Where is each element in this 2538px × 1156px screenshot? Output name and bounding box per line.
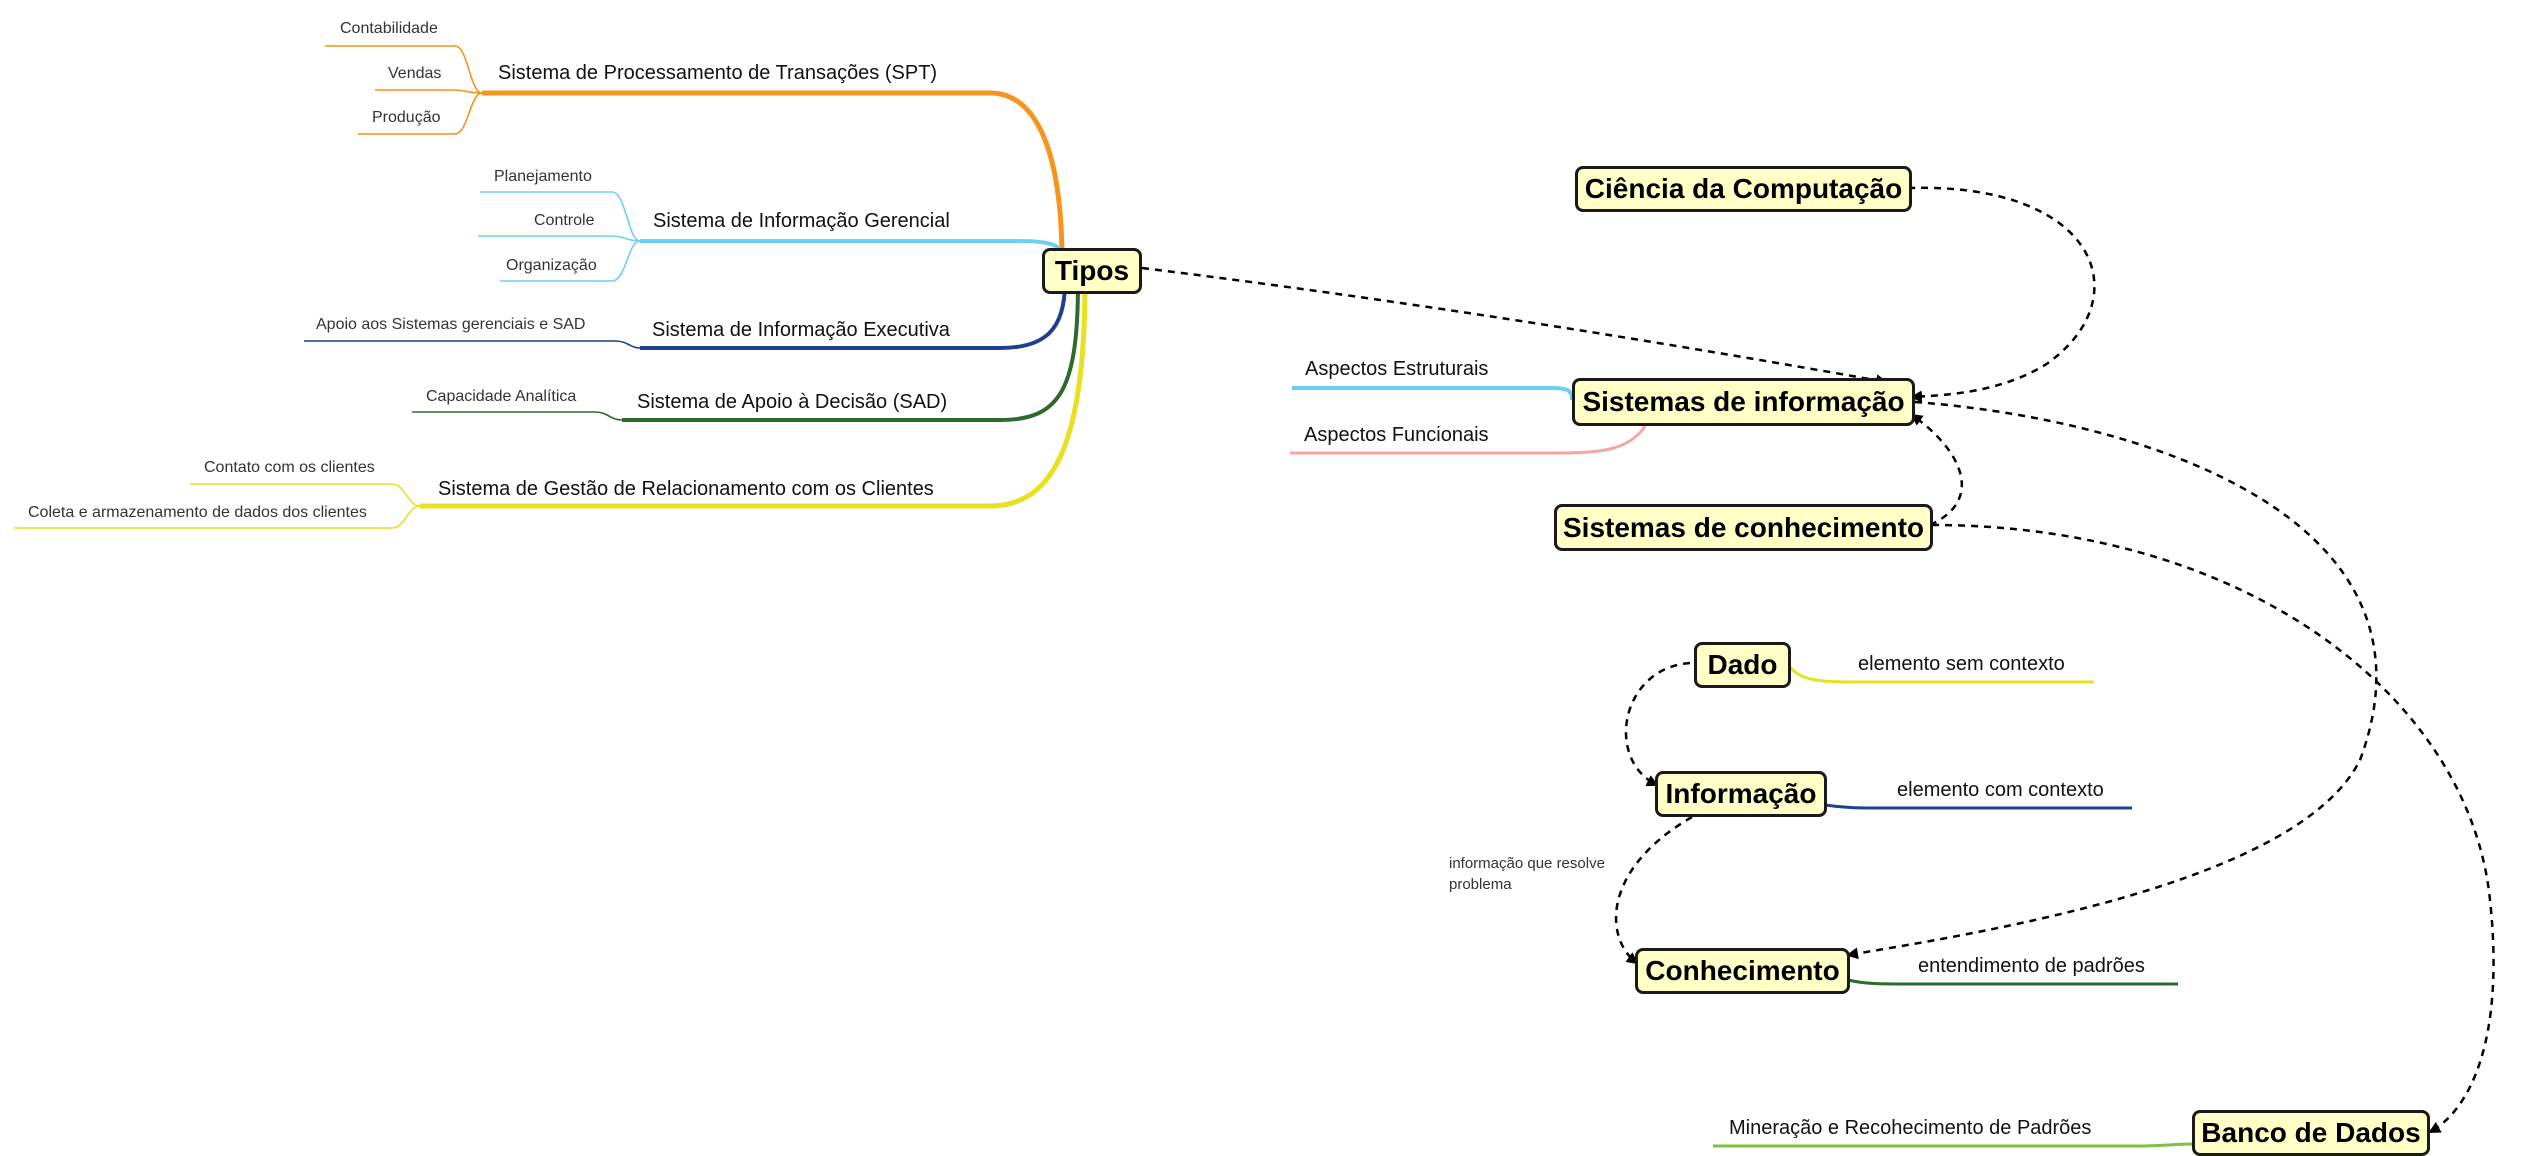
branch-label-dado[interactable]: elemento sem contexto bbox=[1858, 653, 2065, 675]
branch-label-informacao[interactable]: elemento com contexto bbox=[1897, 779, 2104, 801]
branch-line-aspectos-estruturais bbox=[1292, 386, 1574, 401]
relation-sistemas-conhecimento-banco bbox=[1931, 523, 2495, 1134]
branch-line-sig bbox=[640, 239, 1067, 263]
branch-label-sie[interactable]: Sistema de Informação Executiva bbox=[652, 319, 950, 341]
branch-label-aspectos-estruturais[interactable]: Aspectos Estruturais bbox=[1305, 358, 1489, 380]
node-banco-de-dados[interactable]: Banco de Dados bbox=[2192, 1110, 2430, 1156]
sub-line-contabilidade bbox=[325, 45, 483, 94]
relation-conhecimento-sistemas-info bbox=[1910, 413, 1963, 527]
node-ciencia-computacao[interactable]: Ciência da Computação bbox=[1575, 166, 1912, 212]
sub-line-planejamento bbox=[480, 191, 641, 242]
branch-line-dado bbox=[1788, 666, 2094, 684]
sub-label-contato[interactable]: Contato com os clientes bbox=[204, 459, 375, 476]
relationship-label[interactable]: informação que resolve problema bbox=[1449, 855, 1605, 893]
sub-line-controle bbox=[478, 235, 641, 242]
sub-line-vendas bbox=[375, 89, 483, 94]
branch-label-conhecimento[interactable]: entendimento de padrões bbox=[1918, 955, 2145, 977]
relation-sistemas-info-conhecimento-node bbox=[1846, 400, 2378, 960]
branch-line-sad bbox=[622, 281, 1080, 422]
node-dado[interactable]: Dado bbox=[1694, 642, 1791, 688]
branch-line-sie bbox=[640, 281, 1067, 350]
node-conhecimento[interactable]: Conhecimento bbox=[1635, 948, 1850, 994]
sub-line-organizacao bbox=[500, 240, 641, 282]
sub-label-planejamento[interactable]: Planejamento bbox=[494, 168, 592, 185]
sub-line-capacidade bbox=[412, 411, 623, 421]
sub-line-producao bbox=[358, 92, 483, 135]
branch-label-crm[interactable]: Sistema de Gestão de Relacionamento com … bbox=[438, 478, 934, 500]
branch-label-banco[interactable]: Mineração e Recohecimento de Padrões bbox=[1729, 1117, 2092, 1139]
branch-line-banco bbox=[1713, 1142, 2194, 1148]
relation-tipos-sistemas-info bbox=[1141, 266, 1888, 387]
branch-label-sad[interactable]: Sistema de Apoio à Decisão (SAD) bbox=[637, 391, 948, 413]
sub-line-apoio bbox=[304, 340, 641, 349]
sub-label-apoio[interactable]: Apoio aos Sistemas gerenciais e SAD bbox=[316, 316, 586, 333]
relation-ciencia-sistemas-info bbox=[1907, 186, 2096, 403]
branch-line-spt bbox=[482, 90, 1065, 263]
sub-label-controle[interactable]: Controle bbox=[534, 212, 595, 229]
node-informacao[interactable]: Informação bbox=[1655, 771, 1827, 817]
sub-label-contabilidade[interactable]: Contabilidade bbox=[340, 20, 438, 37]
node-sistemas-informacao[interactable]: Sistemas de informação bbox=[1572, 378, 1915, 426]
node-tipos[interactable]: Tipos bbox=[1042, 248, 1142, 294]
branch-line-informacao bbox=[1824, 803, 2132, 810]
relation-dado-informacao bbox=[1624, 661, 1691, 787]
sub-label-coleta[interactable]: Coleta e armazenamento de dados dos clie… bbox=[28, 504, 367, 521]
sub-label-producao[interactable]: Produção bbox=[372, 109, 441, 126]
sub-line-contato bbox=[190, 483, 421, 507]
branch-line-crm bbox=[420, 281, 1088, 509]
branch-line-aspectos-funcionais bbox=[1290, 425, 1647, 455]
sub-label-vendas[interactable]: Vendas bbox=[388, 65, 442, 82]
branch-line-conhecimento bbox=[1847, 978, 2178, 986]
branch-label-aspectos-funcionais[interactable]: Aspectos Funcionais bbox=[1304, 424, 1489, 446]
branch-label-sig[interactable]: Sistema de Informação Gerencial bbox=[653, 210, 950, 232]
sub-label-capacidade[interactable]: Capacidade Analítica bbox=[426, 388, 577, 405]
branch-label-spt[interactable]: Sistema de Processamento de Transações (… bbox=[498, 62, 938, 84]
node-sistemas-conhecimento[interactable]: Sistemas de conhecimento bbox=[1554, 504, 1933, 551]
sub-line-coleta bbox=[14, 505, 421, 529]
sub-label-organizacao[interactable]: Organização bbox=[506, 257, 597, 274]
